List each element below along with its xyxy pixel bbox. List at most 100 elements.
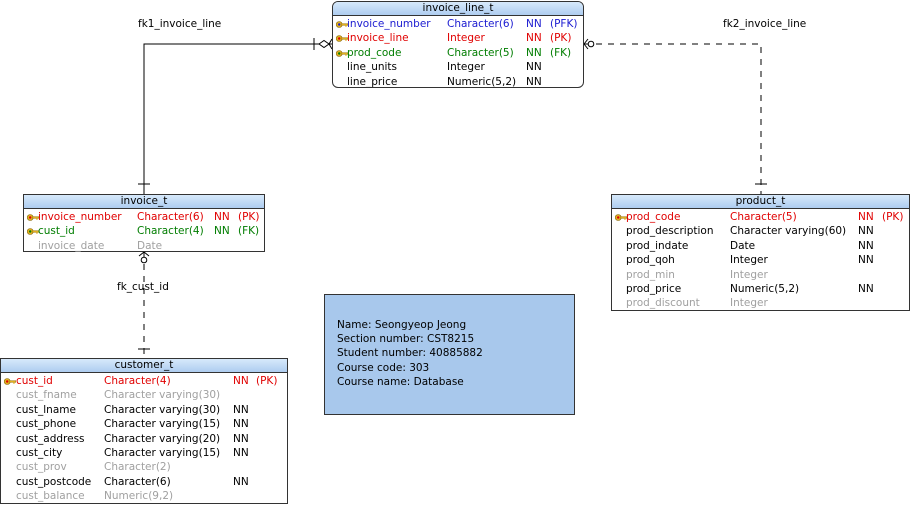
pk-key-icon: [4, 374, 16, 388]
column-nn: NN: [526, 61, 542, 74]
table-row[interactable]: cust_prov Character(2): [1, 460, 287, 474]
column-type: Integer: [447, 61, 485, 74]
column-name: line_price: [347, 75, 398, 88]
column-type: Character(6): [104, 475, 171, 488]
column-type: Character varying(20): [104, 432, 221, 445]
column-type: Numeric(5,2): [447, 75, 517, 88]
column-nn: NN: [526, 46, 542, 59]
column-nn: NN: [526, 75, 542, 88]
column-name: cust_fname: [16, 389, 77, 402]
column-name: prod_indate: [626, 239, 689, 252]
column-key: (PK): [238, 211, 260, 223]
fk1-invoice-line-label: fk1_invoice_line: [138, 18, 222, 30]
fk-cust-id-connector[interactable]: [138, 251, 150, 358]
info-course-code: Course code: 303: [337, 361, 430, 374]
column-name: invoice_number: [38, 211, 122, 223]
column-name: cust_address: [16, 432, 85, 445]
column-nn: NN: [858, 282, 874, 295]
column-name: cust_city: [16, 446, 63, 459]
fk2-invoice-line-label: fk2_invoice_line: [723, 18, 807, 30]
column-type: Character(5): [730, 211, 797, 223]
fk-key-icon: [336, 46, 348, 60]
column-name: invoice_date: [38, 239, 105, 252]
column-type: Character(4): [137, 225, 204, 238]
column-nn: NN: [526, 18, 542, 30]
pk-key-icon: [336, 31, 348, 45]
column-name: cust_postcode: [16, 475, 92, 488]
column-nn: NN: [858, 225, 874, 238]
column-name: cust_prov: [16, 461, 67, 474]
column-name: cust_balance: [16, 490, 85, 503]
table-row[interactable]: prod_code Character(5) NN (FK): [333, 46, 583, 60]
entity-title: invoice_line_t: [333, 2, 583, 16]
column-nn: NN: [233, 418, 249, 431]
column-type: Character(2): [104, 461, 171, 474]
table-row[interactable]: line_price Numeric(5,2) NN: [333, 75, 583, 88]
entity-columns: invoice_number Character(6) NN (PK) cust_id C…: [24, 209, 264, 253]
pk-key-icon: [27, 210, 39, 224]
entity-title: customer_t: [1, 359, 287, 373]
fk-key-icon: [27, 224, 39, 238]
column-type: Integer: [730, 268, 768, 281]
column-type: Integer: [730, 254, 768, 267]
column-name: cust_id: [38, 225, 75, 238]
table-row[interactable]: cust_phone Character varying(15) NN: [1, 417, 287, 431]
column-nn: NN: [233, 446, 249, 459]
column-type: Numeric(5,2): [730, 282, 800, 295]
table-row[interactable]: cust_city Character varying(15) NN: [1, 446, 287, 460]
column-name: cust_id: [16, 375, 53, 387]
table-row[interactable]: prod_discount Integer: [612, 296, 909, 310]
column-name: prod_code: [347, 46, 402, 59]
table-row[interactable]: invoice_number Character(6) NN (PK): [24, 210, 264, 224]
column-key: (PK): [882, 211, 904, 223]
table-row[interactable]: cust_fname Character varying(30): [1, 388, 287, 402]
info-note: Name: Seongyeop Jeong Section number: CS…: [324, 294, 575, 415]
column-type: Character(4): [104, 375, 171, 387]
column-type: Character(6): [137, 211, 204, 223]
column-type: Character varying(15): [104, 446, 221, 459]
info-course-name: Course name: Database: [337, 375, 464, 388]
column-nn: NN: [858, 239, 874, 252]
table-row[interactable]: prod_indate Date NN: [612, 239, 909, 253]
column-name: invoice_line: [347, 32, 409, 45]
column-key: (FK): [550, 46, 572, 59]
column-type: Date: [730, 239, 756, 252]
column-type: Integer: [730, 297, 768, 310]
column-name: prod_description: [626, 225, 714, 238]
column-type: Character varying(15): [104, 418, 221, 431]
column-name: cust_lname: [16, 403, 76, 416]
column-key: (PK): [550, 32, 572, 45]
column-nn: NN: [233, 403, 249, 416]
column-name: cust_phone: [16, 418, 77, 431]
column-type: Character varying(30): [104, 389, 221, 402]
column-type: Character(6): [447, 18, 514, 30]
column-nn: NN: [214, 211, 230, 223]
column-name: prod_qoh: [626, 254, 675, 267]
column-name: prod_discount: [626, 297, 700, 310]
fk2-invoice-line-connector[interactable]: [583, 38, 767, 194]
column-nn: NN: [858, 211, 874, 223]
fk1-invoice-line-connector[interactable]: [138, 38, 333, 194]
column-type: Character(5): [447, 46, 514, 59]
